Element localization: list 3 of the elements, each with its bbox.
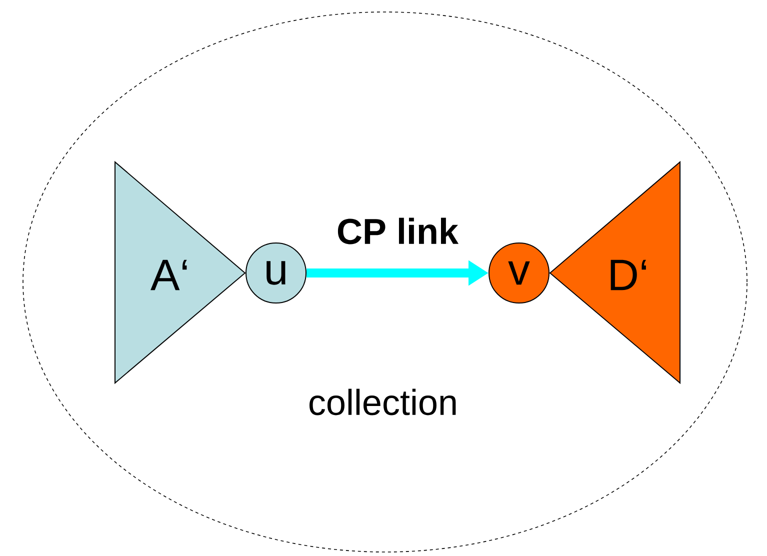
circle-node: v bbox=[488, 242, 550, 304]
edge-label: CP link bbox=[338, 218, 459, 244]
circle-node: u bbox=[246, 242, 306, 304]
